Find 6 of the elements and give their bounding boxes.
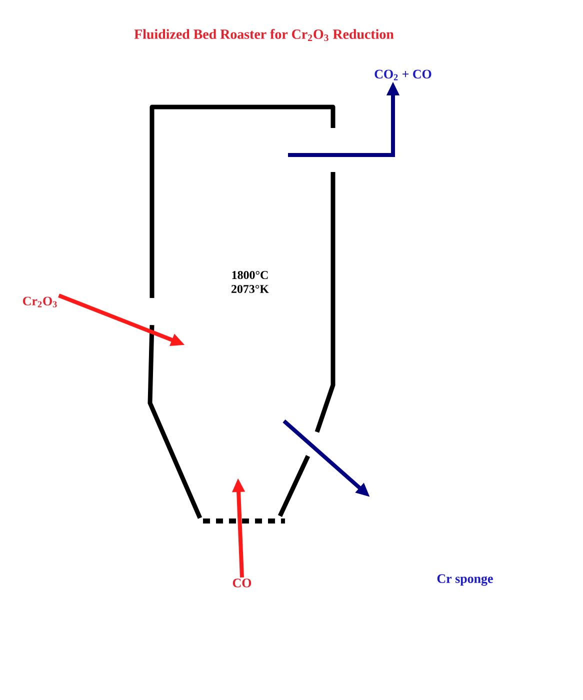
reactor-vessel: 1800°C 2073°K (148, 104, 336, 524)
stream-label: Cr$_{2}$O$_{3}$ (23, 296, 57, 308)
stream-label: CO$_{2}$ + CO (374, 70, 432, 80)
stream-label: Cr sponge (437, 574, 493, 586)
stream-label: CO (232, 578, 252, 588)
title: Fluidized Bed Roaster for Cr$_{2}$O$_{3}$ Reduction (134, 28, 394, 42)
